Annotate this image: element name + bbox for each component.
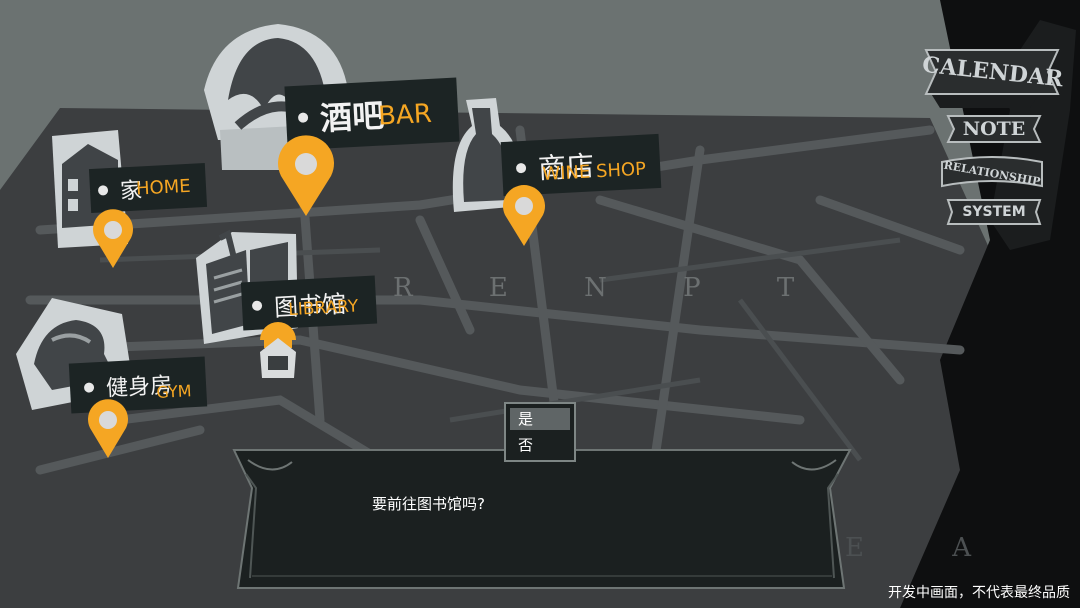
system-menu-button[interactable]: SYSTEM	[944, 196, 1044, 228]
player-marker-icon	[260, 322, 296, 378]
map-pin-shop[interactable]	[501, 182, 547, 248]
note-label: NOTE	[962, 118, 1026, 140]
dialog-text: 要前往图书馆吗?	[372, 495, 485, 513]
location-name-en-bar: BAR	[377, 98, 433, 132]
location-name-en-home: HOME	[135, 175, 192, 200]
street-name-2: E A	[845, 533, 1011, 563]
street-name: R E N P T	[393, 273, 828, 303]
location-name-en-library: LIBRARY	[287, 296, 359, 321]
location-name-en-shop: WINE SHOP	[541, 158, 647, 186]
relationship-menu-button[interactable]: RELATIONSHIP	[938, 154, 1046, 194]
calendar-menu-button[interactable]: CALENDAR	[921, 44, 1064, 100]
dialog-box	[232, 449, 852, 589]
note-menu-button[interactable]: NOTE	[944, 112, 1044, 146]
choice-menu: 是 否	[504, 402, 576, 462]
map-pin-gym[interactable]	[86, 396, 130, 460]
choice-yes[interactable]: 是	[510, 408, 570, 430]
map-pin-bar[interactable]	[276, 132, 336, 218]
choice-no[interactable]: 否	[518, 436, 534, 454]
system-label: SYSTEM	[962, 204, 1026, 220]
map-pin-home[interactable]	[91, 206, 135, 270]
location-name-en-gym: GYM	[155, 381, 193, 403]
dev-watermark: 开发中画面，不代表最终品质	[888, 585, 1070, 601]
